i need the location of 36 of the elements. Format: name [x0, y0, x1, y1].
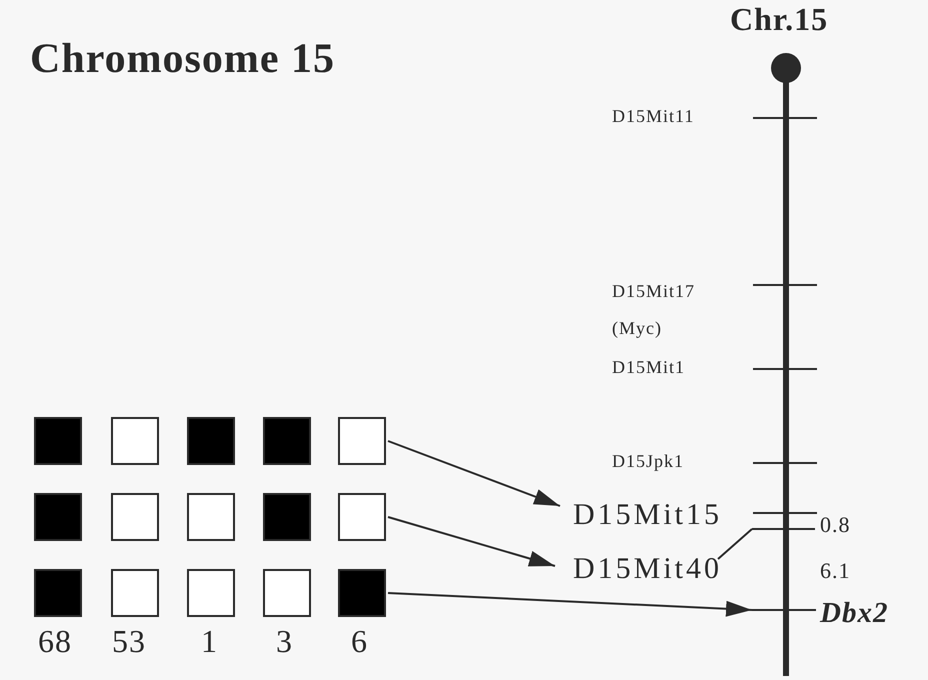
genotype-square — [111, 569, 159, 617]
genotype-square — [263, 493, 311, 541]
genotype-square — [187, 569, 235, 617]
genotype-square — [34, 569, 82, 617]
marker-label: D15Mit40 — [555, 551, 722, 589]
arrow — [388, 592, 752, 617]
genotype-square — [34, 493, 82, 541]
chromosome-label: Chr.15 — [730, 0, 828, 38]
marker-label: D15Mit1 — [612, 357, 686, 379]
genotype-square — [338, 417, 386, 465]
count-label: 6 — [351, 622, 368, 660]
count-label: 53 — [112, 622, 146, 660]
gene-label: Dbx2 — [752, 596, 908, 634]
marker-label: D15Jpk1 — [612, 451, 684, 473]
genotype-square — [187, 417, 235, 465]
marker-label: D15Mit17 (Myc) — [612, 280, 696, 340]
arrow — [388, 440, 560, 507]
leader-line — [717, 528, 753, 560]
genotype-square — [111, 493, 159, 541]
marker-label: D15Mit11 — [612, 106, 694, 128]
genotype-square — [34, 417, 82, 465]
genotype-square — [263, 417, 311, 465]
distance-label: 6.1 — [820, 558, 850, 584]
genotype-square — [338, 569, 386, 617]
distance-label: 0.8 — [820, 512, 850, 538]
locus-tick — [752, 528, 815, 530]
count-label: 3 — [276, 622, 293, 660]
genotype-square — [338, 493, 386, 541]
arrow — [388, 516, 556, 567]
genotype-square — [187, 493, 235, 541]
page-title: Chromosome 15 — [30, 35, 336, 84]
marker-label: D15Mit15 — [560, 497, 722, 535]
genotype-square — [263, 569, 311, 617]
genotype-square — [111, 417, 159, 465]
count-label: 1 — [201, 622, 218, 660]
count-label: 68 — [38, 622, 72, 660]
